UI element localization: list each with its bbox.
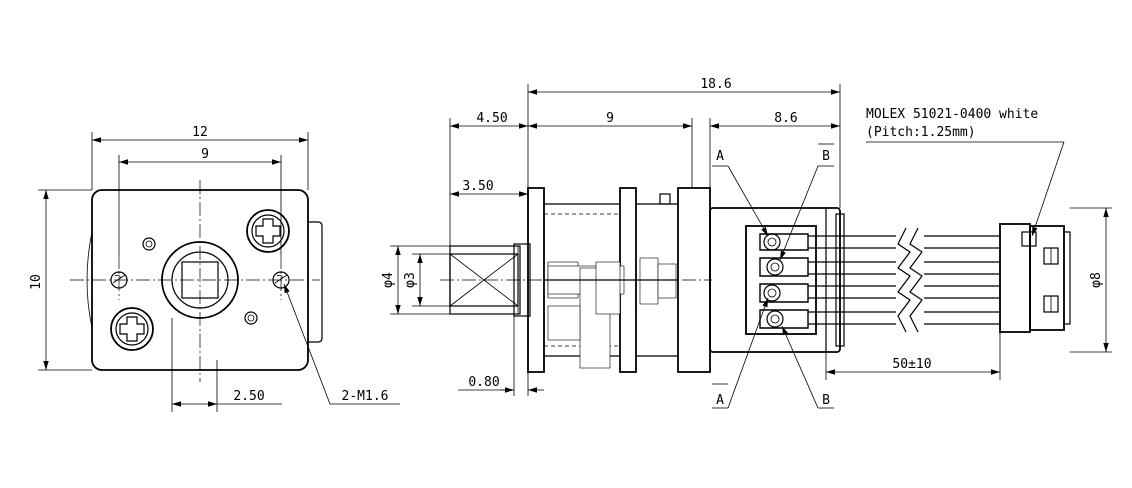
terminal-pads (759, 233, 809, 329)
connector-model-label: MOLEX 51021-0400 white (866, 107, 1038, 122)
thread-callout-label: 2-M1.6 (342, 389, 389, 404)
dim-flat-dia-label: φ3 (403, 272, 418, 288)
dim-total-length-label: 18.6 (700, 77, 731, 92)
dim-shaft-length-label: 4.50 (476, 111, 507, 126)
dim-flange-label: 0.80 (468, 375, 499, 390)
pin-label-a-bottom: A (716, 393, 724, 408)
dim-motor-length-label: 8.6 (774, 111, 797, 126)
side-view: 18.6 4.50 9 8.6 3.50 φ4 φ3 0.80 (381, 77, 1112, 409)
dim-hole-spacing-label: 9 (201, 147, 209, 162)
pin-label-a-top: A (716, 149, 724, 164)
dim-cable-length-label: 50±10 (892, 357, 931, 372)
dim-width-label: 12 (192, 125, 208, 140)
dim-offset-label: 2.50 (233, 389, 264, 404)
screw-icon (110, 307, 154, 351)
dim-flat-length-label: 3.50 (462, 179, 493, 194)
dim-shaft-dia-label: φ4 (381, 272, 396, 288)
connector-pitch-label: (Pitch:1.25mm) (866, 125, 976, 140)
dim-gearbox-length-label: 9 (606, 111, 614, 126)
pin-label-b-bottom: B (822, 393, 830, 408)
dim-height-label: 10 (29, 274, 44, 290)
pin-label-b-top: B (822, 149, 830, 164)
front-view: 12 9 10 2.50 2-M1.6 (29, 125, 400, 412)
dim-motor-dia-label: φ8 (1089, 272, 1104, 288)
connector (999, 223, 1071, 333)
screw-icon (246, 209, 290, 253)
